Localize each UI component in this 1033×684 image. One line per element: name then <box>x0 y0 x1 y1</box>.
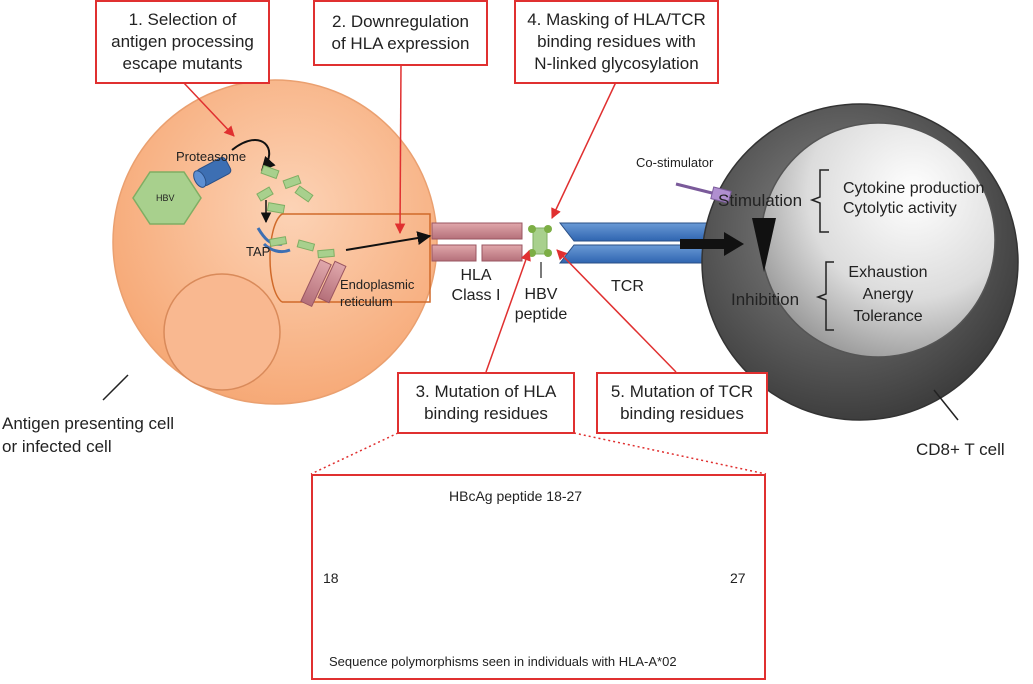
sequence-end: 27 <box>730 570 746 586</box>
callout-2-arrow <box>394 63 406 235</box>
sequence-start: 18 <box>323 570 339 586</box>
tcr-molecule <box>558 222 741 264</box>
stimulation-brace <box>809 169 829 233</box>
endoplasmic-reticulum <box>282 213 431 303</box>
callout-3-arrow <box>485 250 531 373</box>
peptide-panel-footer: Sequence polymorphisms seen in individua… <box>329 654 677 669</box>
callout-2: 2. Downregulation of HLA expression <box>313 0 488 66</box>
callout-2-text: 2. Downregulation of HLA expression <box>331 12 470 53</box>
cd8-t-cell <box>701 103 1019 421</box>
callout-4-text: 4. Masking of HLA/TCR binding residues w… <box>527 10 706 73</box>
hbv-peptide <box>528 225 552 278</box>
tap-label: TAP <box>246 244 271 259</box>
callout-1: 1. Selection of antigen processing escap… <box>95 0 270 84</box>
peptide-panel-title: HBcAg peptide 18-27 <box>449 488 583 504</box>
signal-arrow <box>680 232 744 256</box>
callout-3: 3. Mutation of HLA binding residues <box>397 372 575 434</box>
hbv-hexagon-icon <box>132 171 202 225</box>
proteasome-label: Proteasome <box>176 149 247 164</box>
callout-1-arrow <box>182 81 235 137</box>
peptide-panel: HBcAg peptide 18-27 18 27 Sequence polym… <box>311 474 766 680</box>
hla-class-i-molecule <box>431 222 523 262</box>
callout-5-arrow <box>556 249 677 373</box>
co-stimulator-molecule <box>675 182 717 196</box>
hbv-peptide-label: HBV peptide <box>514 286 568 323</box>
co-stimulator-label: Co-stimulator <box>636 155 714 170</box>
callout-5-text: 5. Mutation of TCR binding residues <box>610 382 754 423</box>
callout-3-text: 3. Mutation of HLA binding residues <box>415 382 557 423</box>
callout-4: 4. Masking of HLA/TCR binding residues w… <box>514 0 719 84</box>
er-hla-molecules <box>300 258 347 308</box>
inhibition-brace <box>815 261 834 331</box>
balance-wedge <box>752 218 776 272</box>
hla-class-i-label: HLA Class I <box>451 267 501 304</box>
callout-4-arrow <box>551 81 617 219</box>
inhibition-effects: Exhaustion Anergy Tolerance <box>848 264 928 325</box>
stimulation-label: Stimulation <box>718 191 803 210</box>
zoom-lines <box>310 432 767 475</box>
stimulation-effects: Cytokine production Cytolytic activity <box>843 180 985 217</box>
callout-1-text: 1. Selection of antigen processing escap… <box>111 10 254 73</box>
er-label: Endoplasmic reticulum <box>340 277 415 309</box>
t-cell-label: CD8+ T cell <box>916 440 1005 459</box>
transport-arrow <box>345 231 432 251</box>
tcr-label: TCR <box>611 278 644 295</box>
callout-5: 5. Mutation of TCR binding residues <box>596 372 768 434</box>
inhibition-label: Inhibition <box>731 290 800 309</box>
proteasome-icon <box>193 156 232 188</box>
peptide-fragments <box>256 164 314 214</box>
hbv-label: HBV <box>156 193 175 203</box>
apc-label: Antigen presenting cell or infected cell <box>2 414 175 456</box>
nucleus <box>163 273 281 391</box>
